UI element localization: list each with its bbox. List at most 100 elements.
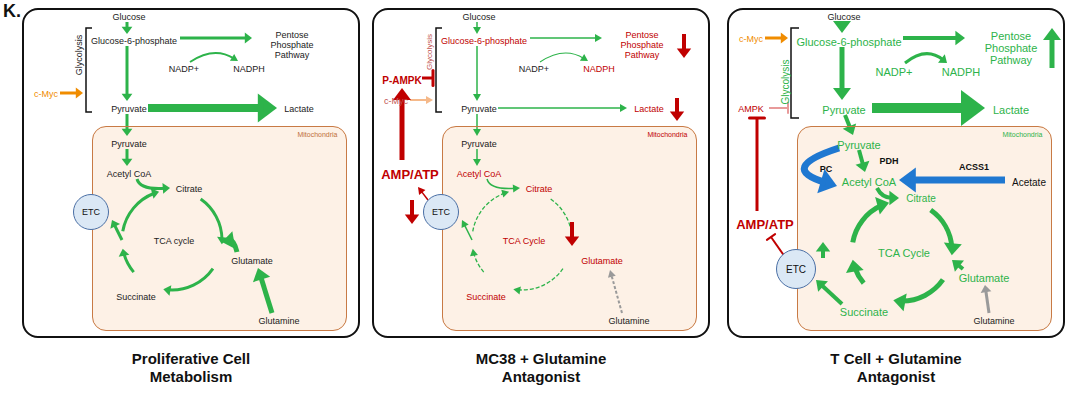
pathway-arrow <box>755 118 758 211</box>
pathway-arrow <box>769 107 788 109</box>
metabolite-label: Succinate <box>116 293 156 303</box>
cell-outline: Proliferative Cell MetabolismMitochondri… <box>22 8 360 338</box>
metabolite-label: Glycolysis <box>780 59 791 104</box>
cell-outline: T Cell + Glutamine AntagonistMitochondri… <box>727 8 1065 338</box>
metabolite-label: Acetate <box>1012 177 1046 188</box>
metabolite-label: Pyruvate <box>837 139 880 151</box>
etc-circle: ETC <box>423 194 459 230</box>
metabolite-label: Succinate <box>466 293 506 303</box>
metabolite-label: NADP+ <box>876 66 913 78</box>
metabolite-label: Citrate <box>176 185 203 195</box>
tca-cycle-arrow <box>472 193 504 231</box>
metabolite-label: NADP+ <box>519 65 549 75</box>
metabolite-label: ACSS1 <box>959 163 989 173</box>
tca-cycle-arrow <box>518 268 563 289</box>
metabolite-label: TCA Cycle <box>503 237 546 247</box>
metabolite-label: AMP/ATP <box>736 218 794 232</box>
etc-circle: ETC <box>776 249 816 289</box>
pathway-arrow <box>910 176 1004 183</box>
metabolite-label: Pyruvate <box>111 140 147 150</box>
pathway-arrow <box>903 36 958 40</box>
tca-cycle-arrow <box>901 279 942 300</box>
metabolite-label: Glucose <box>112 13 145 23</box>
pathway-arrow <box>420 190 427 199</box>
metabolite-label: AMPK <box>738 105 764 115</box>
pathway-arrow <box>905 53 943 62</box>
pathway-arrow <box>125 46 128 96</box>
mitochondria-fill <box>92 126 347 331</box>
glycolysis-bracket <box>86 28 92 112</box>
etc-label: ETC <box>82 207 100 217</box>
metabolite-label: Glucose-6-phosphate <box>91 37 177 47</box>
pathway-arrow <box>260 276 272 313</box>
pathway-arrow <box>137 179 165 189</box>
pathway-arrow <box>985 289 988 312</box>
etc-circle: ETC <box>73 194 109 230</box>
metabolite-label: Succinate <box>840 306 888 318</box>
pathway-arrow <box>125 149 128 161</box>
metabolite-label: Acetyl CoA <box>107 170 152 180</box>
metabolite-label: Glucose-6-phosphate <box>796 36 901 48</box>
pathway-arrow <box>125 22 128 29</box>
pathway-arrow <box>422 76 433 79</box>
pathway-arrow <box>839 47 844 92</box>
tca-cycle-arrow <box>550 199 571 239</box>
arrow-head <box>833 21 851 33</box>
metabolite-label: Pyruvate <box>461 140 497 150</box>
pathway-arrow <box>872 103 968 113</box>
tca-cycle-arrow <box>122 193 154 231</box>
metabolite-label: Glucose <box>827 13 860 23</box>
pathway-arrow <box>464 224 472 240</box>
pathway-arrow <box>820 284 841 303</box>
pathway-arrow <box>675 98 679 114</box>
metabolite-label: Pyruvate <box>111 105 147 115</box>
metabolite-label: NADPH <box>583 65 615 75</box>
pathway-arrow <box>476 114 478 131</box>
metabolite-label: NADP+ <box>169 65 199 75</box>
pathway-arrow <box>476 22 478 29</box>
metabolite-label: Pyruvate <box>822 104 865 116</box>
panel-letter: K. <box>3 2 21 22</box>
metabolite-label: Glutamine <box>973 317 1014 327</box>
arrow-head <box>952 260 964 272</box>
metabolite-label: TCA Cycle <box>878 247 930 259</box>
pathway-arrow <box>410 200 414 217</box>
panel-caption: MC38 + Glutamine Antagonist <box>456 350 626 386</box>
pathway-arrow <box>190 52 234 61</box>
metabolite-label: Lactate <box>993 104 1029 116</box>
metabolite-label: c-Myc <box>739 35 763 45</box>
metabolite-label: Glycolysis <box>75 35 85 76</box>
tca-cycle-arrow <box>200 199 221 239</box>
mitochondria-label: Mitochondria <box>1002 131 1042 138</box>
mitochondria-label: Mitochondria <box>297 131 337 138</box>
pathway-arrow <box>476 46 478 96</box>
pathway-arrow <box>765 36 783 39</box>
metabolite-label: NADPH <box>942 66 981 78</box>
metabolite-label: Pyruvate <box>461 105 497 115</box>
metabolite-label: Pentose Phosphate Pathway <box>606 31 678 61</box>
metabolite-label: Acetyl CoA <box>842 176 896 188</box>
metabolite-label: TCA cycle <box>154 237 195 247</box>
metabolite-label: c-Myc <box>384 97 408 107</box>
pathway-arrow <box>114 224 122 239</box>
pathway-arrow <box>125 114 128 131</box>
metabolite-label: Glutamine <box>258 317 299 327</box>
pathway-arrow <box>148 104 264 112</box>
glycolysis-bracket <box>436 28 442 112</box>
pathway-arrow <box>570 222 574 239</box>
metabolite-label: Glucose <box>462 13 495 23</box>
metabolite-label: Acetyl CoA <box>457 170 502 180</box>
metabolite-label: P-AMPK <box>382 75 421 86</box>
pathway-arrow <box>682 34 686 51</box>
metabolite-label: Glycolysis <box>426 34 435 70</box>
etc-label: ETC <box>786 264 806 275</box>
pathway-arrow <box>859 150 863 166</box>
mitochondria-label: Mitochondria <box>647 131 687 138</box>
pathway-arrow <box>540 52 584 61</box>
metabolite-label: NADPH <box>233 65 265 75</box>
pathway-arrow <box>60 91 78 94</box>
metabolite-label: Citrate <box>526 185 553 195</box>
pathway-arrow <box>230 240 237 251</box>
pathway-arrow <box>821 248 825 257</box>
tca-cycle-arrow <box>852 205 880 242</box>
